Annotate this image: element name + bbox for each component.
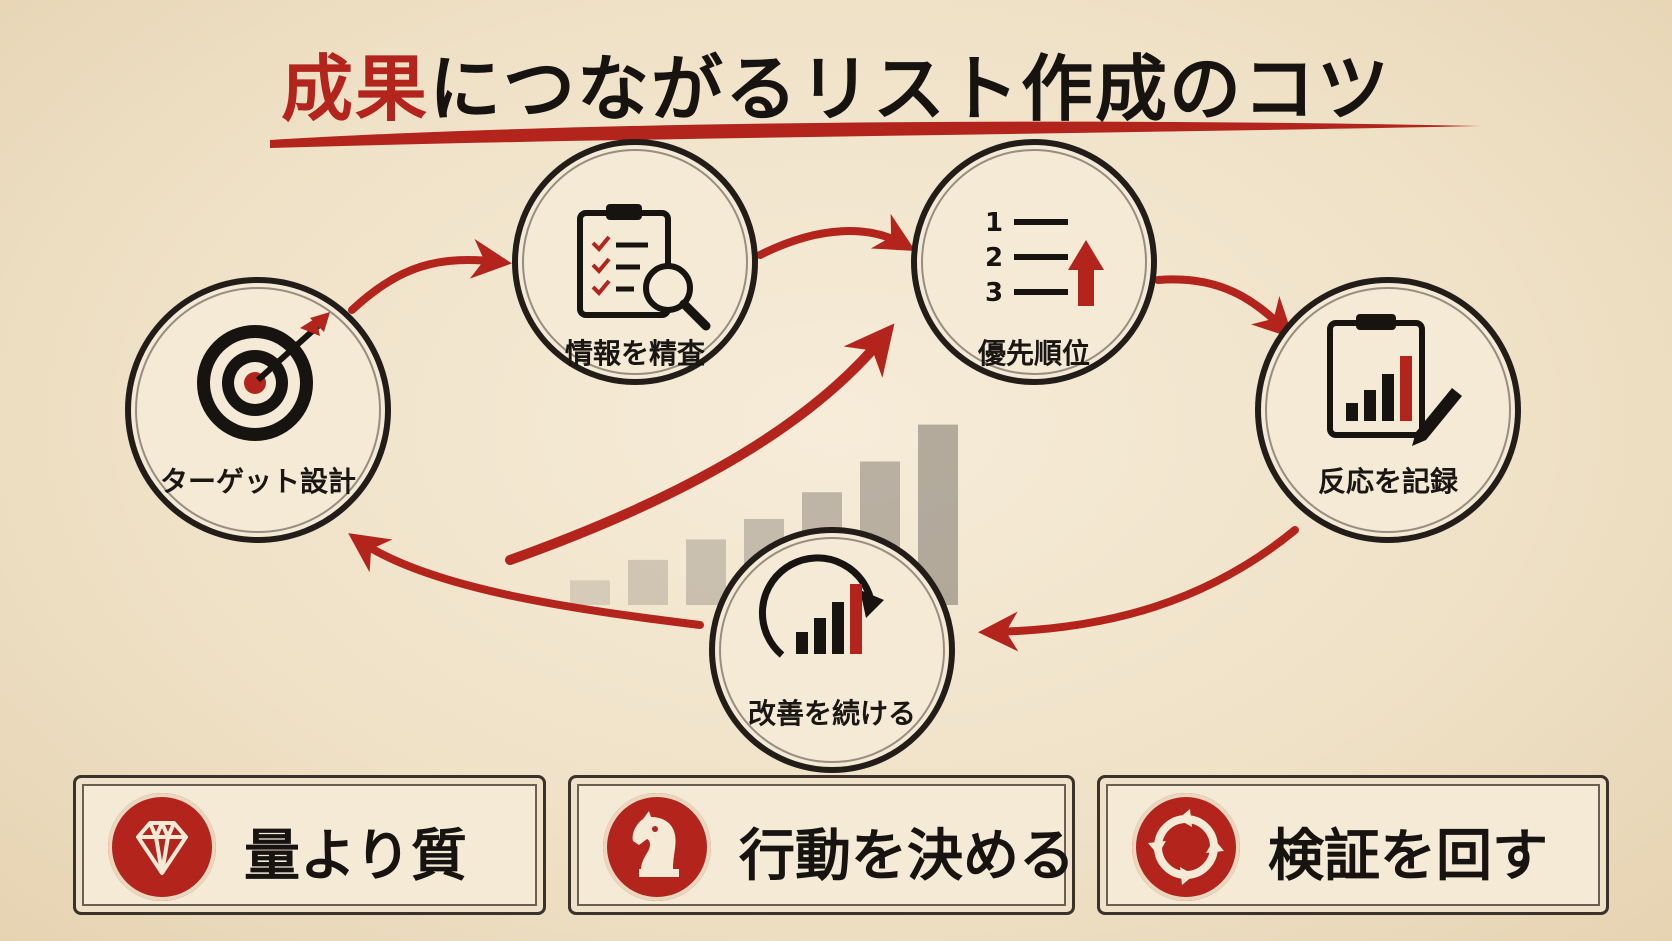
report-chart-icon — [1327, 314, 1462, 446]
arrow-record-to-improve — [978, 526, 1299, 652]
cycle-arrows-icon — [1132, 793, 1240, 901]
chess-knight-icon — [603, 793, 711, 901]
card-verify-cycle-label: 検証を回す — [1268, 823, 1548, 889]
arrow-target-to-review — [348, 238, 512, 314]
improve-cycle-icon — [758, 554, 884, 658]
priority-number: 1 — [985, 208, 1003, 238]
card-quality-label: 量より質 — [244, 823, 467, 889]
arrow-growth-to-priority — [505, 323, 895, 565]
background-bar — [686, 539, 726, 605]
card-quality: 量より質 — [73, 775, 546, 915]
arrow-priority-to-record — [1154, 275, 1294, 339]
title-accent: 成果 — [280, 46, 429, 131]
priority-list-icon: 1 2 3 — [985, 208, 1104, 308]
diamond-icon — [108, 793, 216, 901]
arrow-review-to-priority — [756, 213, 916, 259]
target-icon — [197, 312, 330, 441]
clipboard-search-icon — [577, 204, 711, 331]
node-priority — [911, 139, 1157, 385]
node-target-label: ターゲット設計 — [159, 465, 357, 498]
arrow-improve-to-target — [348, 533, 704, 629]
priority-number: 3 — [985, 278, 1003, 308]
background-bar — [570, 580, 610, 605]
node-review — [512, 139, 758, 385]
node-priority-label: 優先順位 — [977, 337, 1091, 370]
card-decide-action-label: 行動を決める — [739, 823, 1075, 889]
card-verify-cycle: 検証を回す — [1097, 775, 1609, 915]
priority-number: 2 — [985, 243, 1003, 273]
node-improve-label: 改善を続ける — [747, 697, 917, 730]
node-review-label: 情報を精査 — [564, 337, 706, 370]
node-record-label: 反応を記録 — [1317, 465, 1459, 498]
card-decide-action: 行動を決める — [568, 775, 1075, 915]
title-underline — [270, 121, 1480, 148]
page-title: 成果につながるリスト作成のコツ — [0, 30, 1672, 135]
background-bar — [628, 559, 668, 605]
title-rest: につながるリスト作成のコツ — [429, 46, 1392, 131]
